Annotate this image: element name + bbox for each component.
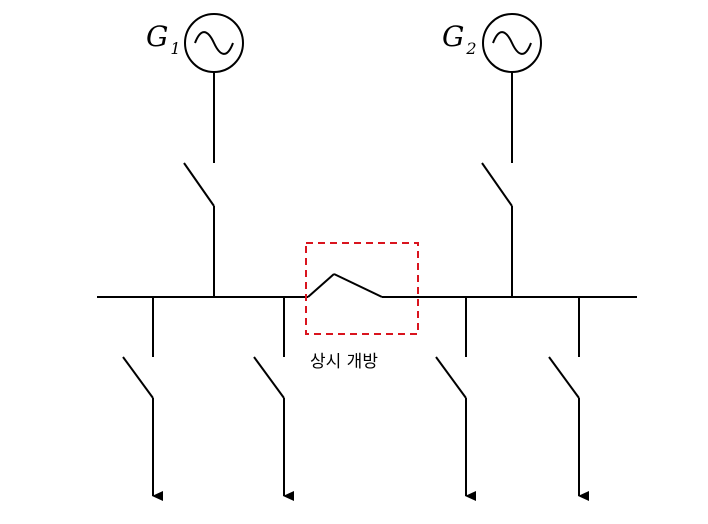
- normally-open-label: 상시 개방: [310, 352, 378, 372]
- generator-g2-symbol: G: [442, 20, 464, 53]
- ac-sine-wave-icon: [492, 31, 532, 55]
- bus-tie-switch-blade: [307, 273, 335, 298]
- generator-g2-switch: [481, 162, 513, 207]
- bus-tie-switch: [305, 242, 419, 335]
- disconnect-switch-icon: [122, 356, 154, 399]
- feeder-3: [435, 297, 476, 501]
- ac-sine-wave-icon: [194, 31, 234, 55]
- disconnect-switch-icon: [548, 356, 580, 399]
- feeder-1: [122, 297, 163, 501]
- feeder-2: [253, 297, 294, 501]
- normally-open-highlight-box: [305, 242, 419, 335]
- generator-g2-subscript: 2: [465, 39, 476, 58]
- disconnect-switch-icon: [253, 356, 285, 399]
- generator-g1-switch: [183, 162, 215, 207]
- generator-g1-subscript: 1: [170, 39, 180, 58]
- disconnect-switch-icon: [435, 356, 467, 399]
- bus-tie-switch-contact: [333, 273, 383, 298]
- feeder-4: [548, 297, 589, 501]
- generator-g1-symbol: G: [146, 20, 168, 53]
